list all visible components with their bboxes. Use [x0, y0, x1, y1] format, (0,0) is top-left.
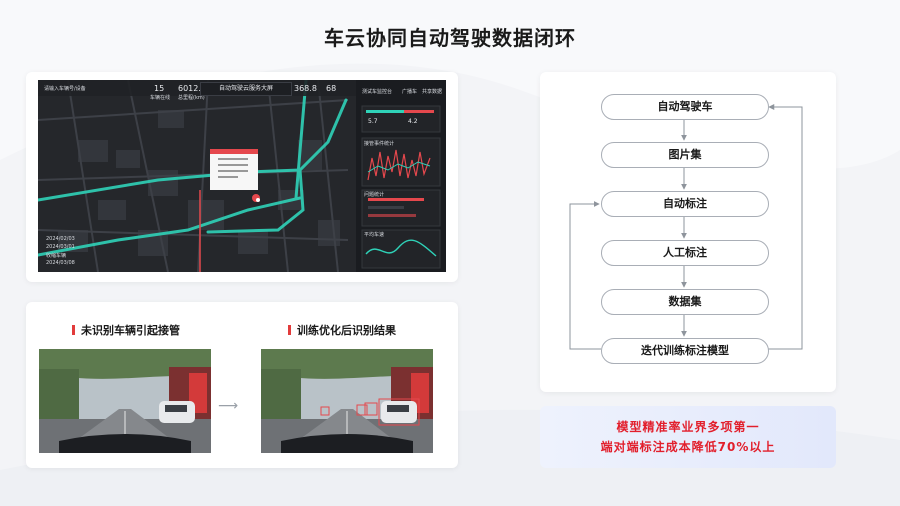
flow-node-iterative-training: 迭代训练标注模型	[601, 338, 769, 364]
panel-title: 测试车监控台	[362, 89, 393, 95]
stat-1-value: 15	[154, 84, 165, 93]
page-title: 车云协同自动驾驶数据闭环	[324, 26, 576, 50]
legend-item-2: 2024/03/01	[46, 244, 75, 250]
metric-b: 4.2	[408, 118, 418, 125]
chart-3-title: 平均车速	[364, 232, 385, 238]
legend-item-1: 2024/02/03	[46, 236, 75, 242]
panel-tab-1[interactable]: 广播车	[402, 89, 418, 95]
arrow-right-icon: ⟶	[218, 398, 239, 414]
flow-connectors	[569, 104, 803, 350]
city-map	[38, 80, 446, 272]
stat-2-label: 总里程(km)	[178, 95, 205, 101]
panel-tab-2[interactable]: 共享数据	[422, 89, 443, 95]
flow-node-manual-labeling: 人工标注	[601, 240, 769, 266]
flow-node-dataset: 数据集	[601, 289, 769, 315]
banner-line-2: 端对端标注成本降低70%以上	[600, 440, 776, 454]
chart-1-title: 接管事件统计	[364, 141, 395, 147]
caption-after: 训练优化后识别结果	[288, 322, 396, 338]
flow-node-auto-labeling: 自动标注	[601, 191, 769, 217]
metric-a: 5.7	[368, 118, 378, 125]
dashboard-screen: 请输入车辆号/设备 15 车辆在线 6012.8 总里程(km) 自动驾驶云服务…	[38, 80, 446, 272]
stat-4-value: 68	[326, 84, 337, 93]
event-popup[interactable]	[210, 149, 258, 190]
stat-2-value: 6012.8	[178, 84, 206, 93]
dashboard-title: 自动驾驶云服务大屏	[200, 82, 292, 96]
caption-before: 未识别车辆引起接管	[72, 322, 180, 338]
banner-line-1: 模型精准率业界多项第一	[616, 420, 760, 434]
dashboard-search-input[interactable]: 请输入车辆号/设备	[44, 86, 86, 92]
legend-item-4: 2024/03/08	[46, 260, 75, 266]
stat-1-label: 车辆在线	[150, 95, 171, 101]
street-photo-after	[261, 349, 433, 453]
highlight-banner: 模型精准率业界多项第一 端对端标注成本降低70%以上	[540, 406, 836, 468]
chart-2-title: 问题统计	[364, 192, 385, 198]
street-photo-before	[39, 349, 211, 453]
legend-item-3: 收缩车辆	[46, 253, 67, 259]
flow-node-image-set: 图片集	[601, 142, 769, 168]
flow-node-autonomous-car: 自动驾驶车	[601, 94, 769, 120]
stat-3-value: 368.8	[294, 84, 317, 93]
